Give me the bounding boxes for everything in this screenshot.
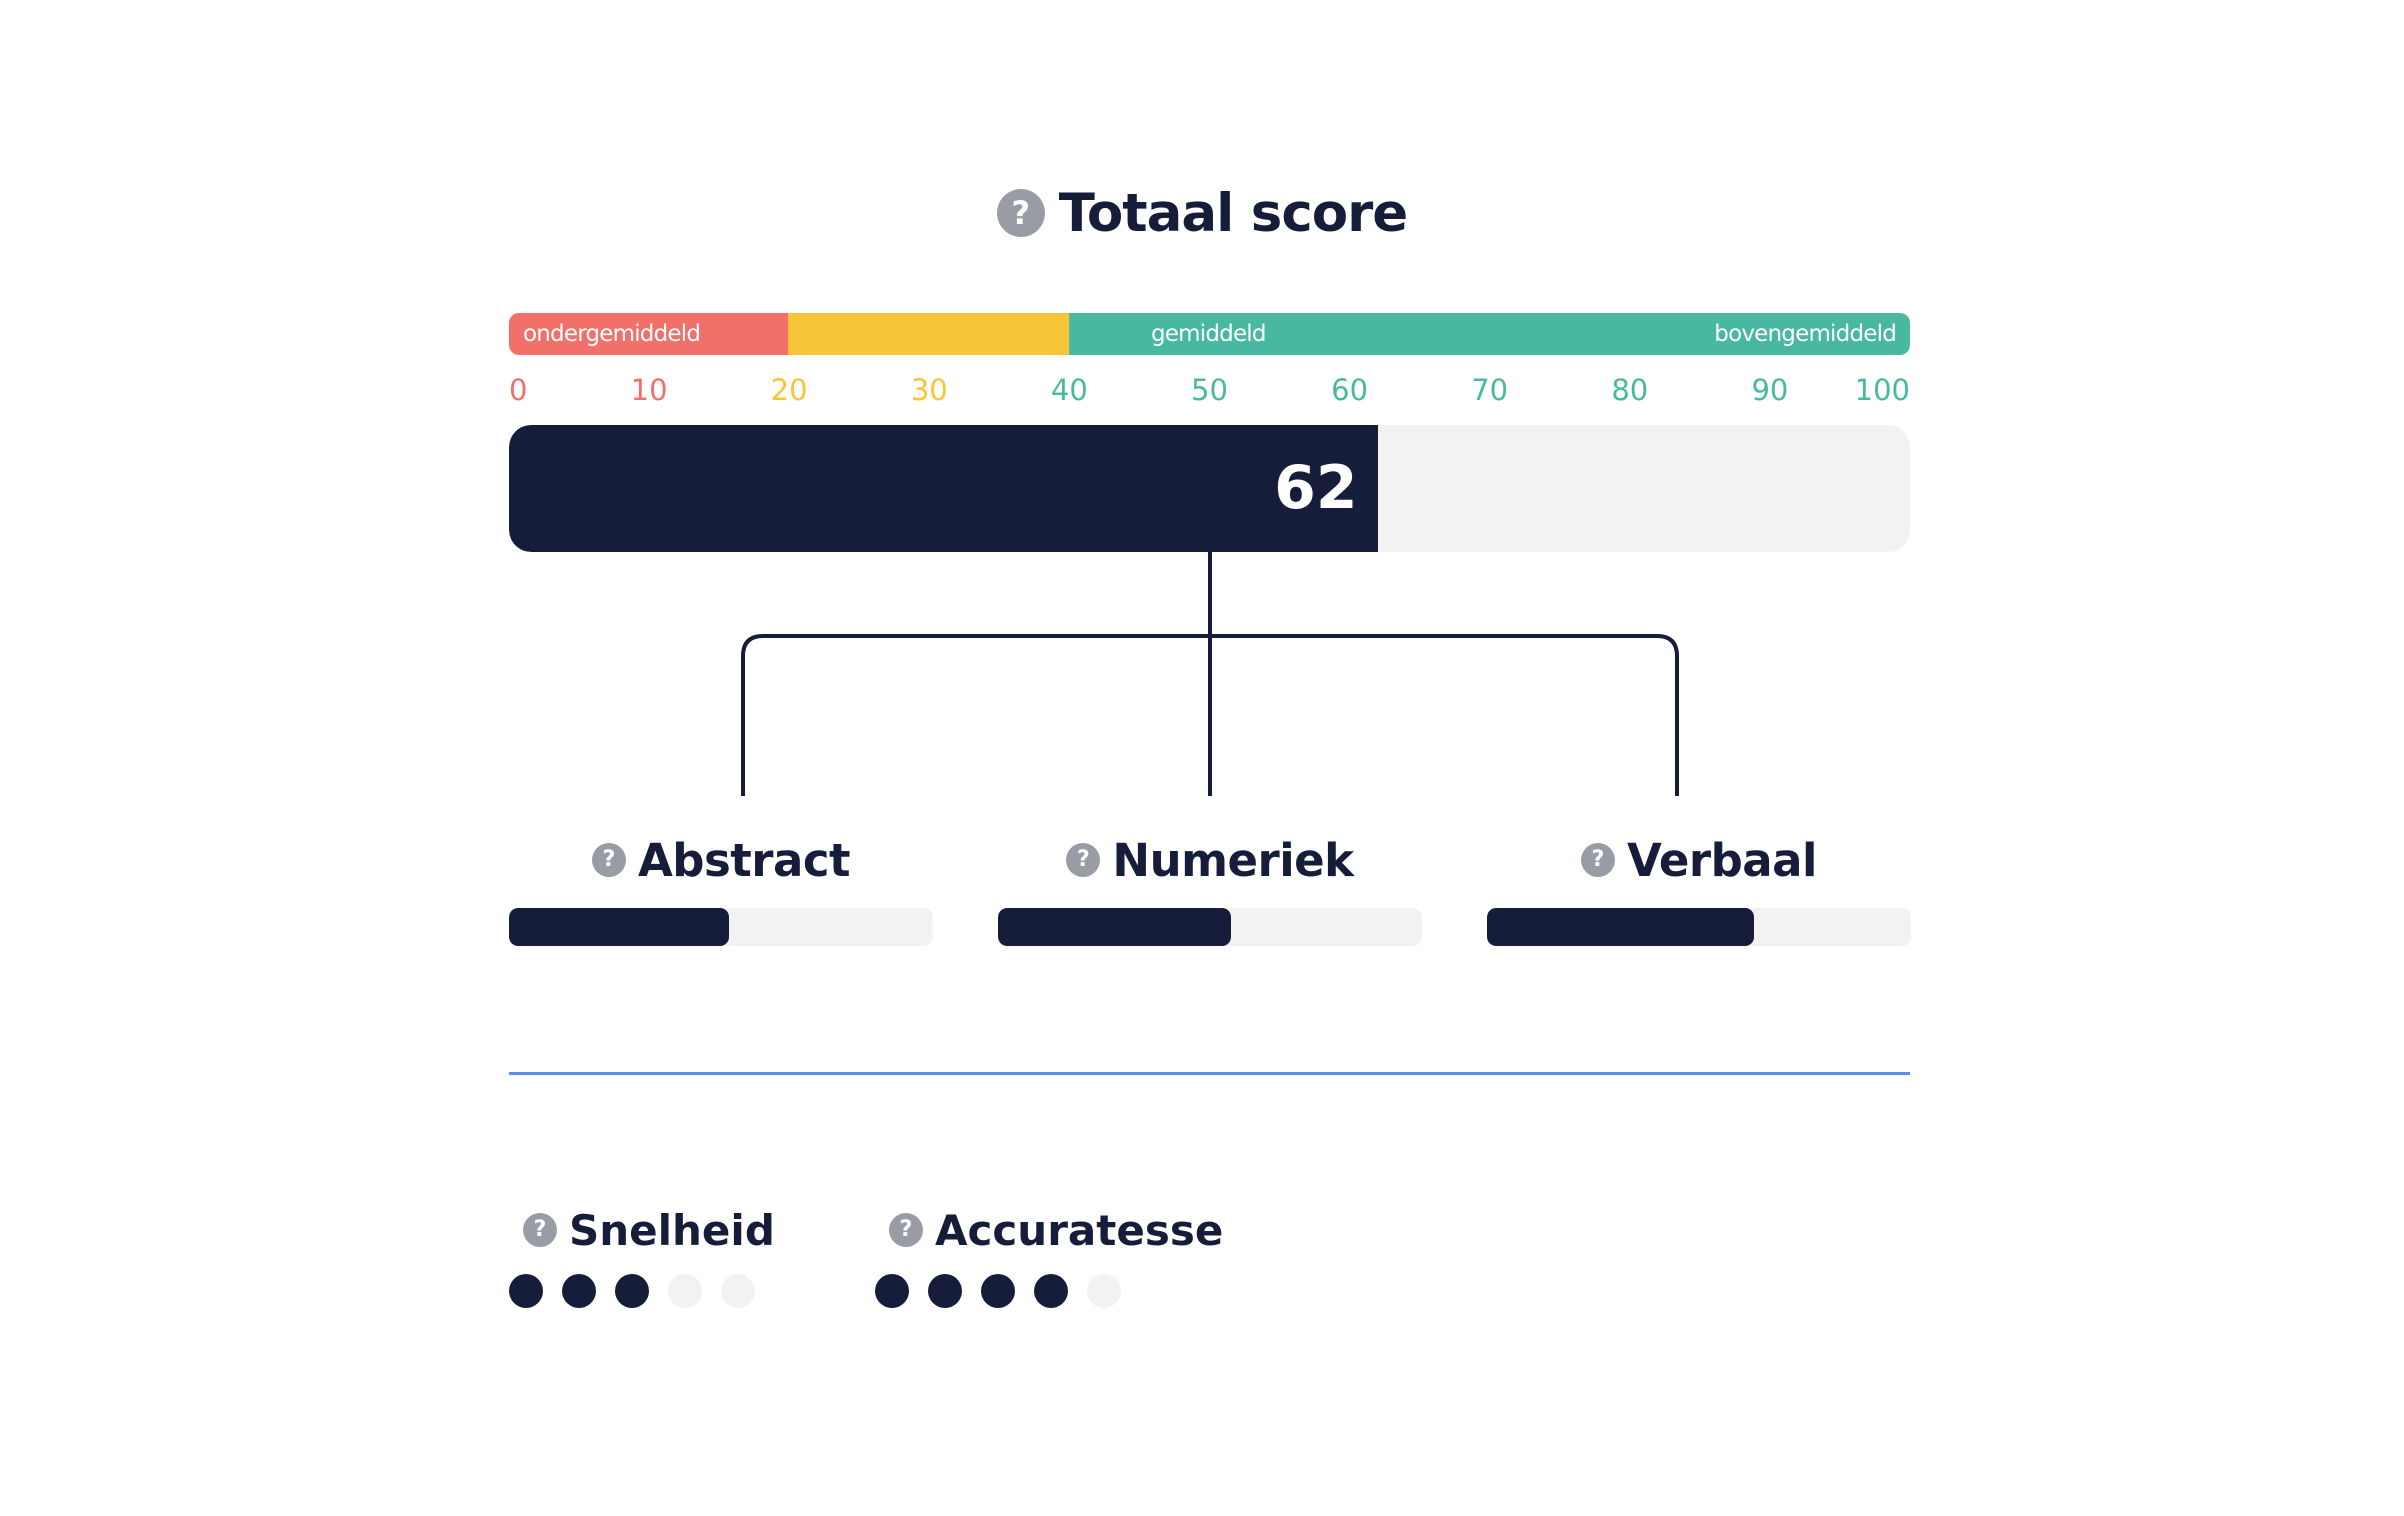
rating-dot-filled <box>875 1274 909 1308</box>
metric-label: Accuratesse <box>935 1205 1224 1255</box>
range-label-average: gemiddeld <box>1151 321 1266 347</box>
subscore-title: ? Verbaal <box>1487 830 1911 890</box>
help-icon[interactable]: ? <box>523 1213 557 1247</box>
subscore-bar <box>1487 908 1911 946</box>
scale-tick: 60 <box>1331 373 1369 407</box>
total-score-bar: 62 <box>509 425 1910 552</box>
subscore-label: Abstract <box>637 833 851 887</box>
rating-dot-filled <box>615 1274 649 1308</box>
scale-tick: 30 <box>910 373 948 407</box>
subscore-bar <box>998 908 1422 946</box>
scale-tick: 0 <box>509 373 528 407</box>
total-score-value: 62 <box>1274 453 1358 523</box>
score-range-bar: ondergemiddeld gemiddeld bovengemiddeld <box>509 313 1910 355</box>
range-label-below: ondergemiddeld <box>523 321 701 347</box>
range-average: gemiddeld bovengemiddeld <box>1069 313 1910 355</box>
rating-dot-empty <box>668 1274 702 1308</box>
help-icon[interactable]: ? <box>1581 843 1616 877</box>
scale-tick: 20 <box>770 373 808 407</box>
subscore-fill <box>998 908 1232 946</box>
range-warning <box>788 313 1069 355</box>
metric-title: ? Accuratesse <box>889 1200 1223 1260</box>
scale-tick: 100 <box>1854 373 1910 407</box>
rating-dot-filled <box>981 1274 1015 1308</box>
scale-ticks: 0 10 20 30 40 50 60 70 80 90 100 <box>0 370 2404 410</box>
subscore-label: Numeriek <box>1112 833 1354 887</box>
rating-dot-filled <box>509 1274 543 1308</box>
subscore-title: ? Numeriek <box>998 830 1422 890</box>
subscore-title: ? Abstract <box>509 830 933 890</box>
range-below-average: ondergemiddeld <box>509 313 788 355</box>
metric-title: ? Snelheid <box>523 1200 775 1260</box>
scale-tick: 90 <box>1751 373 1789 407</box>
subscore-bar <box>509 908 933 946</box>
scale-tick: 80 <box>1611 373 1649 407</box>
subscore-label: Verbaal <box>1627 833 1817 887</box>
page-title: Totaal score <box>1058 182 1408 244</box>
help-icon[interactable]: ? <box>591 843 626 877</box>
scale-tick: 50 <box>1191 373 1228 407</box>
scale-tick: 40 <box>1050 373 1088 407</box>
connector-branch <box>741 634 1679 796</box>
rating-dot-empty <box>721 1274 755 1308</box>
help-icon[interactable]: ? <box>889 1213 923 1247</box>
rating-dot-filled <box>1034 1274 1068 1308</box>
rating-dot-filled <box>928 1274 962 1308</box>
rating-dot-empty <box>1087 1274 1121 1308</box>
subscore-fill <box>1487 908 1755 946</box>
total-score-header: ? Totaal score <box>0 176 2404 250</box>
scale-tick: 70 <box>1471 373 1509 407</box>
range-label-above: bovengemiddeld <box>1714 321 1897 347</box>
help-icon[interactable]: ? <box>996 189 1045 237</box>
subscore-fill <box>509 908 730 946</box>
scale-tick: 10 <box>630 373 668 407</box>
divider <box>509 1072 1910 1075</box>
rating-dot-filled <box>562 1274 596 1308</box>
help-icon[interactable]: ? <box>1066 843 1101 877</box>
connector-lines <box>741 552 1679 796</box>
metric-label: Snelheid <box>569 1205 775 1255</box>
total-score-fill: 62 <box>509 425 1378 552</box>
